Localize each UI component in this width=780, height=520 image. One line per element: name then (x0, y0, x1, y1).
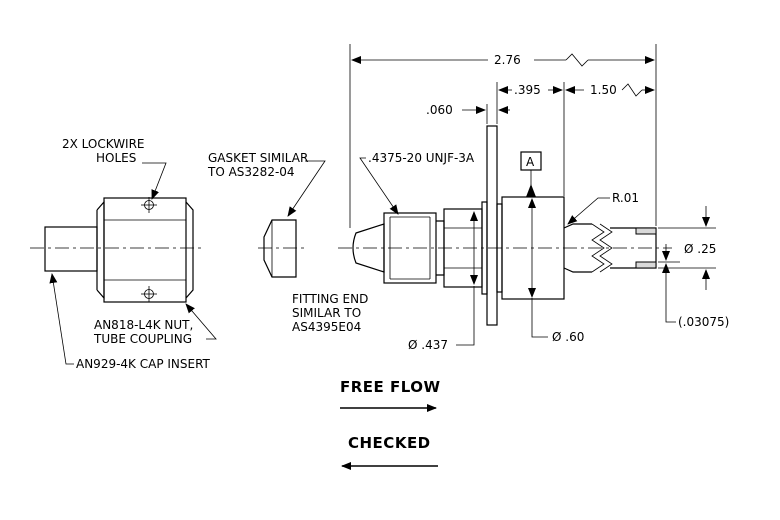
label-gasket-line1: GASKET SIMILAR (208, 151, 308, 165)
cap-insert (44, 226, 98, 272)
label-cap-insert: AN929-4K CAP INSERT (76, 357, 211, 371)
check-valve-fitting (338, 125, 672, 326)
label-gasket-line2: TO AS3282-04 (207, 165, 295, 179)
free-flow-label: FREE FLOW (340, 378, 441, 396)
nut-left-flange (96, 200, 105, 300)
label-lockwire-line2: HOLES (96, 151, 136, 165)
dim-overall-length: 2.76 (494, 53, 521, 67)
lockwire-hole-bottom (141, 286, 157, 302)
nut-and-cap-assembly (30, 197, 205, 303)
dim-wall-thickness: (.03075) (678, 315, 729, 329)
nut-hex-body (103, 197, 187, 303)
lockwire-hole-top (141, 197, 157, 213)
label-nut-line1: AN818-L4K NUT, (94, 318, 193, 332)
fitting-flange (486, 125, 498, 326)
label-nut-line2: TUBE COUPLING (93, 332, 192, 346)
dim-flange-to-end: .395 (514, 83, 541, 97)
nut-right-flange (185, 201, 194, 299)
datum-label: A (526, 155, 535, 169)
label-fitting-line2: SIMILAR TO (292, 306, 361, 320)
dim-radius: R.01 (612, 191, 639, 205)
label-fitting-line3: AS4395E04 (292, 320, 361, 334)
fitting-nose (352, 223, 385, 273)
checked-label: CHECKED (348, 434, 431, 452)
dim-stub-length: 1.50 (590, 83, 617, 97)
dim-thread: .4375-20 UNJF-3A (368, 151, 475, 165)
datum-a-marker (520, 151, 542, 197)
dim-flange-thickness: .060 (426, 103, 453, 117)
label-lockwire-line1: 2X LOCKWIRE (62, 137, 145, 151)
dim-tube-diameter: Ø .25 (684, 242, 716, 256)
dim-body-diameter: Ø .60 (552, 330, 584, 344)
label-fitting-line1: FITTING END (292, 292, 368, 306)
dimension-lines (349, 44, 716, 323)
leader-lines (49, 157, 610, 365)
gasket (258, 219, 304, 278)
dim-thread-diameter: Ø .437 (408, 338, 448, 352)
